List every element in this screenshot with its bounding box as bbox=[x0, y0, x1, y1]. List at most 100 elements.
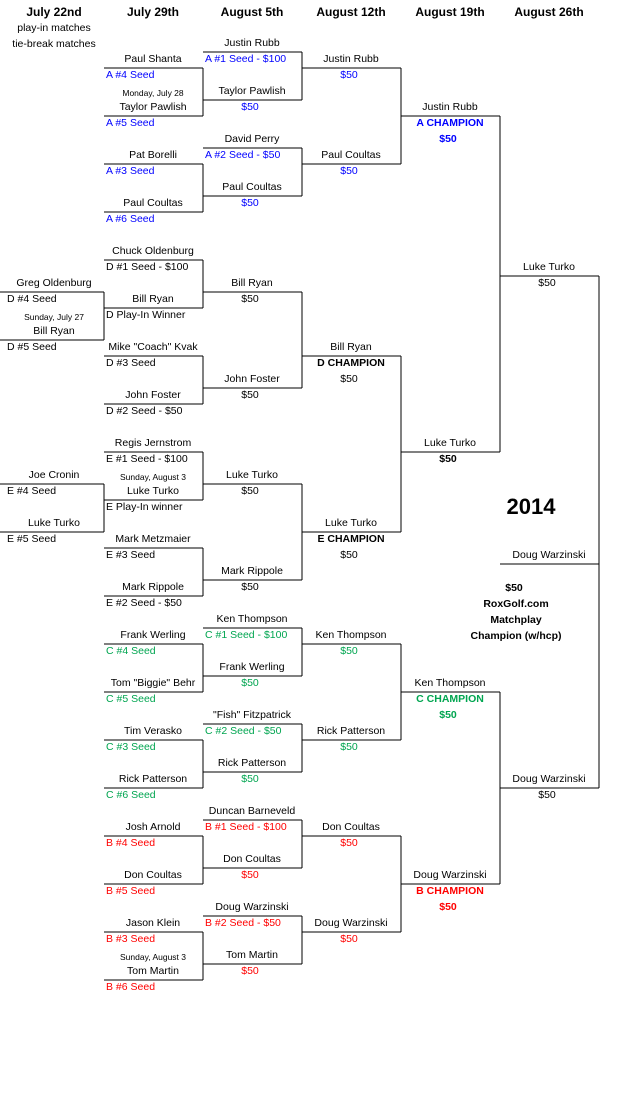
bracket-label: David Perry bbox=[224, 133, 280, 145]
bracket-label: D #3 Seed bbox=[106, 357, 156, 369]
bracket-label: $50 bbox=[340, 837, 358, 849]
bracket-label: "Fish" Fitzpatrick bbox=[212, 709, 292, 721]
bracket-label: $50 bbox=[538, 277, 556, 289]
bracket-label: Jason Klein bbox=[125, 917, 181, 929]
bracket-label: Duncan Barneveld bbox=[208, 805, 296, 817]
footer-title: Champion (w/hcp) bbox=[470, 630, 562, 642]
bracket-label: C #1 Seed - $100 bbox=[205, 629, 288, 641]
header-round-4: August 19th bbox=[415, 5, 485, 19]
bracket-label: $50 bbox=[340, 165, 358, 177]
bracket-label: Bill Ryan bbox=[132, 293, 174, 305]
bracket-label: Sunday, August 3 bbox=[119, 952, 187, 962]
bracket-label: C #5 Seed bbox=[106, 693, 156, 705]
footer-prize: $50 bbox=[505, 582, 523, 594]
bracket-label: Bill Ryan bbox=[231, 277, 273, 289]
bracket-label: Bill Ryan bbox=[33, 325, 75, 337]
bracket-label: $50 bbox=[439, 901, 457, 913]
bracket-label: $50 bbox=[340, 69, 358, 81]
bracket-label: Justin Rubb bbox=[422, 101, 478, 113]
bracket-label: Rick Patterson bbox=[316, 725, 386, 737]
bracket-label: B #4 Seed bbox=[106, 837, 156, 849]
bracket-label: Doug Warzinski bbox=[512, 773, 586, 785]
bracket-label: $50 bbox=[340, 741, 358, 753]
bracket-label: C #6 Seed bbox=[106, 789, 156, 801]
bracket-label: Greg Oldenburg bbox=[16, 277, 92, 289]
header-round-5: August 26th bbox=[514, 5, 584, 19]
bracket-label: Don Coultas bbox=[124, 869, 182, 881]
bracket-label: B #1 Seed - $100 bbox=[205, 821, 287, 833]
bracket-label: $50 bbox=[439, 709, 457, 721]
bracket-label: E #4 Seed bbox=[7, 485, 57, 497]
bracket-label: Mark Rippole bbox=[221, 565, 283, 577]
bracket-label: E #2 Seed - $50 bbox=[106, 597, 182, 609]
bracket-label: $50 bbox=[241, 485, 259, 497]
bracket-label: C #4 Seed bbox=[106, 645, 156, 657]
footer-site: RoxGolf.com bbox=[483, 598, 549, 610]
bracket-label: Taylor Pawlish bbox=[218, 85, 286, 97]
bracket-label: Taylor Pawlish bbox=[119, 101, 187, 113]
bracket-label: $50 bbox=[439, 453, 457, 465]
bracket-label: Paul Coultas bbox=[222, 181, 282, 193]
bracket-label: B #6 Seed bbox=[106, 981, 156, 993]
footer-event: Matchplay bbox=[490, 614, 542, 626]
bracket-label: A #3 Seed bbox=[106, 165, 155, 177]
bracket-label: Mike "Coach" Kvak bbox=[108, 341, 198, 353]
bracket-label: $50 bbox=[241, 197, 259, 209]
bracket-label: $50 bbox=[538, 789, 556, 801]
bracket-label: Paul Coultas bbox=[123, 197, 183, 209]
bracket-label: Rick Patterson bbox=[217, 757, 287, 769]
bracket-label: Luke Turko bbox=[127, 485, 179, 497]
bracket-label: $50 bbox=[439, 133, 457, 145]
bracket-label: Ken Thompson bbox=[414, 677, 486, 689]
bracket-label: $50 bbox=[241, 773, 259, 785]
bracket-label: Rick Patterson bbox=[118, 773, 188, 785]
bracket-label: E Play-In winner bbox=[106, 501, 183, 513]
bracket-label: Joe Cronin bbox=[28, 469, 80, 481]
bracket-label: E CHAMPION bbox=[317, 533, 385, 545]
bracket-label: A #2 Seed - $50 bbox=[205, 149, 281, 161]
bracket-label: Don Coultas bbox=[322, 821, 380, 833]
bracket-label: John Foster bbox=[125, 389, 181, 401]
bracket-label: Sunday, August 3 bbox=[119, 472, 187, 482]
bracket-label: Josh Arnold bbox=[125, 821, 181, 833]
bracket-label: C #2 Seed - $50 bbox=[205, 725, 282, 737]
bracket-label: $50 bbox=[340, 373, 358, 385]
bracket-label: A #5 Seed bbox=[106, 117, 155, 129]
bracket-label: John Foster bbox=[224, 373, 280, 385]
bracket-label: Chuck Oldenburg bbox=[112, 245, 194, 257]
bracket-label: Doug Warzinski bbox=[413, 869, 487, 881]
bracket-label: Luke Turko bbox=[226, 469, 278, 481]
bracket-label: Regis Jernstrom bbox=[114, 437, 192, 449]
bracket-label: Doug Warzinski bbox=[512, 549, 586, 561]
bracket-label: Paul Shanta bbox=[124, 53, 182, 65]
bracket-label: A #4 Seed bbox=[106, 69, 155, 81]
bracket-label: Justin Rubb bbox=[224, 37, 280, 49]
bracket-label: Luke Turko bbox=[28, 517, 80, 529]
bracket-label: Ken Thompson bbox=[315, 629, 387, 641]
bracket-label: Bill Ryan bbox=[330, 341, 372, 353]
bracket-label: $50 bbox=[340, 645, 358, 657]
bracket-label: D #4 Seed bbox=[7, 293, 57, 305]
bracket-label: Don Coultas bbox=[223, 853, 281, 865]
bracket-label: Tim Verasko bbox=[124, 725, 182, 737]
bracket-label: $50 bbox=[241, 581, 259, 593]
bracket-label: Luke Turko bbox=[325, 517, 377, 529]
header-round-2: August 5th bbox=[220, 5, 284, 19]
bracket-label: E #5 Seed bbox=[7, 533, 57, 545]
bracket-label: B #5 Seed bbox=[106, 885, 156, 897]
bracket-label: A #6 Seed bbox=[106, 213, 155, 225]
bracket-label: Justin Rubb bbox=[323, 53, 379, 65]
bracket-label: Tom Martin bbox=[226, 949, 278, 961]
bracket-label: Frank Werling bbox=[120, 629, 186, 641]
bracket-label: D #5 Seed bbox=[7, 341, 57, 353]
bracket-label: B #3 Seed bbox=[106, 933, 156, 945]
bracket-label: Frank Werling bbox=[219, 661, 285, 673]
bracket-label: A #1 Seed - $100 bbox=[205, 53, 287, 65]
bracket-label: E #3 Seed bbox=[106, 549, 156, 561]
bracket-label: Doug Warzinski bbox=[215, 901, 289, 913]
bracket-label: E #1 Seed - $100 bbox=[106, 453, 188, 465]
header-round-0: July 22nd bbox=[26, 5, 82, 19]
bracket-label: Tom "Biggie" Behr bbox=[110, 677, 196, 689]
bracket-label: D #2 Seed - $50 bbox=[106, 405, 183, 417]
bracket-label: Doug Warzinski bbox=[314, 917, 388, 929]
